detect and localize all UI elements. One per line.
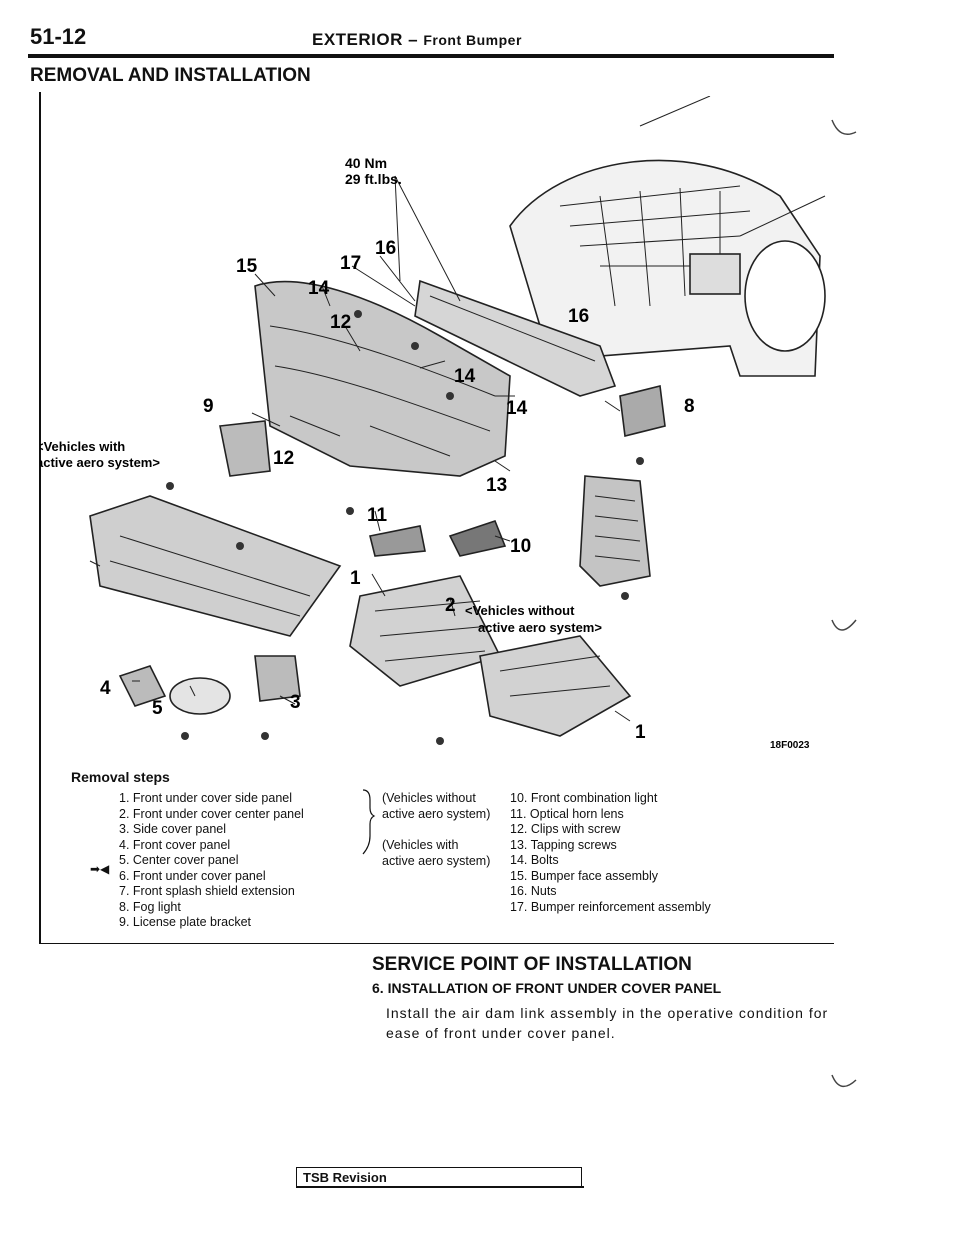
list-item: 13. Tapping screws (510, 837, 617, 852)
vehicle-frame (509, 159, 821, 377)
bolt-icon (236, 542, 244, 550)
callout-17: 17 (340, 253, 361, 274)
splash-shield (579, 475, 651, 587)
install-mark-icon: ➡◀ (90, 862, 110, 876)
list-item: 1. Front under cover side panel (119, 791, 293, 805)
list-item: 9. License plate bracket (119, 915, 252, 929)
service-title: SERVICE POINT OF INSTALLATION (372, 954, 692, 975)
callout-14: 14 (506, 398, 528, 419)
list-item: 15. Bumper face assembly (510, 868, 658, 883)
bolt-icon (346, 507, 354, 515)
under-cover-side-panel (479, 635, 632, 737)
tsb-revision-box: TSB Revision (296, 1167, 582, 1187)
header-section: EXTERIOR (312, 30, 403, 49)
callout-14: 14 (454, 366, 476, 387)
torque-nm: 40 Nm (345, 155, 387, 171)
callout-2: 2 (445, 595, 456, 616)
callout-13: 13 (486, 475, 507, 496)
list-item: 7. Front splash shield extension (119, 884, 295, 898)
bolt-icon (181, 732, 189, 740)
header-dash: – (408, 30, 419, 49)
bolt-icon (411, 342, 419, 350)
figure-id: 18F0023 (770, 740, 810, 751)
note-with-line1: <Vehicles with (40, 439, 125, 454)
tsb-underline (296, 1186, 584, 1188)
header-rule (28, 54, 834, 58)
list-item: 17. Bumper reinforcement assembly (510, 899, 711, 914)
list-item: 5. Center cover panel (119, 853, 239, 867)
note-with-line2: active aero system> (40, 455, 160, 470)
removal-steps-right: 10. Front combination light 11. Optical … (510, 791, 711, 915)
service-body: Install the air dam link assembly in the… (386, 1005, 829, 1041)
center-cover-panel (169, 677, 231, 715)
callout-14: 14 (308, 278, 330, 299)
list-item: 4. Front cover panel (119, 837, 231, 852)
bolt-icon (636, 457, 644, 465)
list-item: 12. Clips with screw (510, 822, 621, 836)
vehicles-without-note: (Vehicles without active aero system) (382, 791, 491, 821)
section-end-rule (39, 943, 834, 944)
left-margin-rule (39, 92, 41, 944)
margin-marks (831, 119, 857, 1088)
removal-steps-left: 1. Front under cover side panel 2. Front… (119, 791, 304, 931)
service-subtitle: 6. INSTALLATION OF FRONT UNDER COVER PAN… (372, 980, 722, 996)
page-number: 51-12 (30, 24, 87, 49)
callout-9: 9 (203, 396, 214, 417)
optical-horn-lens (369, 525, 426, 557)
list-item: 10. Front combination light (510, 791, 658, 805)
callout-10: 10 (510, 536, 531, 557)
bolt-icon (261, 732, 269, 740)
brace-icon (362, 789, 376, 855)
list-item: 11. Optical horn lens (510, 806, 624, 821)
page-header: EXTERIOR – Front Bumper (312, 30, 522, 50)
bolt-icon (166, 482, 174, 490)
callout-12: 12 (273, 448, 294, 469)
fog-light (619, 385, 666, 437)
bolt-icon (621, 592, 629, 600)
bolt-icon (436, 737, 444, 745)
list-item: 8. Fog light (119, 899, 181, 914)
callout-16: 16 (568, 306, 589, 327)
exploded-diagram: 40 Nm 29 ft.lbs. 16 17 15 14 12 16 14 14… (40, 96, 826, 751)
list-item: 16. Nuts (510, 884, 557, 898)
removal-steps-title: Removal steps (71, 769, 170, 785)
list-item: 2. Front under cover center panel (119, 806, 304, 821)
note-without-line1: <Vehicles without (465, 603, 575, 618)
bolt-icon (446, 392, 454, 400)
callout-3: 3 (290, 692, 301, 713)
front-combination-light (448, 520, 507, 557)
license-plate-bracket (219, 420, 271, 477)
callout-16: 16 (375, 238, 396, 259)
torque-ftlbs: 29 ft.lbs. (345, 171, 402, 187)
callout-11: 11 (367, 505, 388, 526)
side-cover-panel (254, 655, 301, 702)
list-item: 6. Front under cover panel (119, 868, 266, 883)
callout-15: 15 (236, 256, 258, 277)
list-item: 3. Side cover panel (119, 822, 227, 836)
callout-1: 1 (350, 568, 361, 589)
callout-4: 4 (100, 678, 111, 699)
section-title: REMOVAL AND INSTALLATION (30, 65, 311, 86)
bolt-icon (354, 310, 362, 318)
under-cover-center-panel (349, 575, 502, 687)
vehicles-with-note: (Vehicles with active aero system) (382, 838, 491, 868)
note-without-line2: active aero system> (478, 620, 602, 635)
callout-1: 1 (635, 722, 646, 743)
callout-8: 8 (684, 396, 695, 417)
front-cover-panel (118, 665, 167, 707)
header-subsection: Front Bumper (423, 32, 522, 48)
list-item: 14. Bolts (510, 853, 559, 867)
callout-5: 5 (152, 698, 163, 719)
callout-12: 12 (330, 312, 351, 333)
